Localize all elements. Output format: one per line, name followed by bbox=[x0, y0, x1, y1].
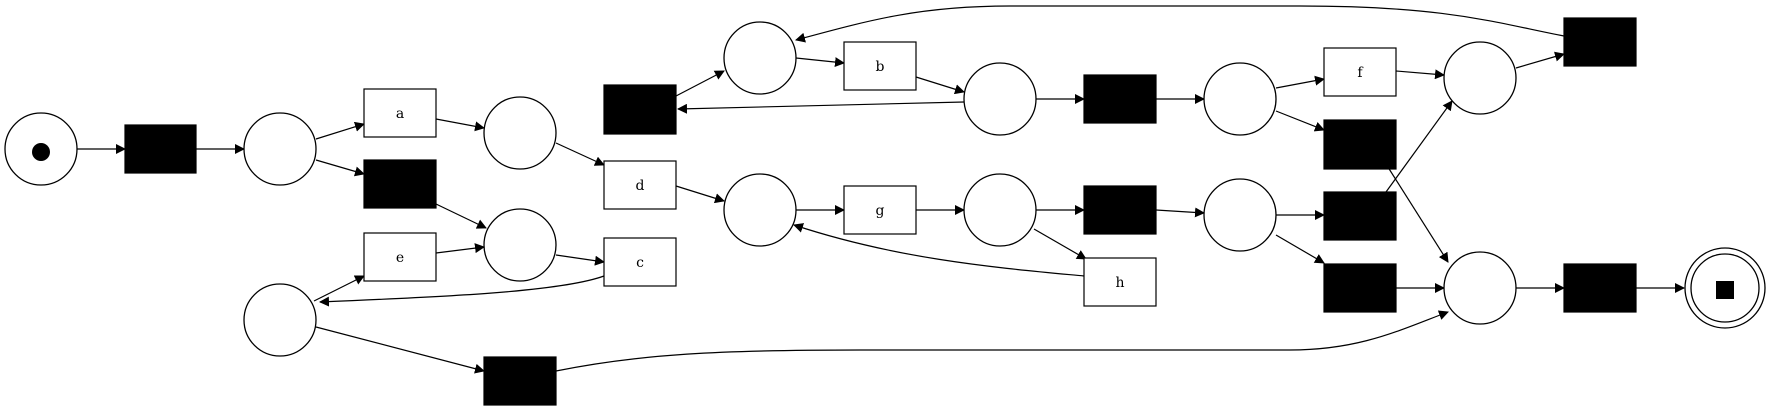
arc bbox=[1275, 234, 1325, 264]
arc bbox=[795, 57, 845, 68]
transition-e bbox=[363, 232, 437, 282]
place bbox=[723, 173, 797, 247]
arc bbox=[319, 275, 605, 307]
arc bbox=[555, 254, 605, 266]
place bbox=[723, 21, 797, 95]
arc bbox=[313, 275, 365, 302]
arc bbox=[1155, 207, 1205, 218]
silent-transition bbox=[1323, 263, 1397, 313]
final-marking-square bbox=[1716, 281, 1734, 299]
silent-transition bbox=[1083, 74, 1157, 124]
arc bbox=[677, 101, 965, 114]
arc bbox=[315, 121, 365, 140]
transition-label-f: f bbox=[1357, 65, 1364, 81]
arc bbox=[435, 203, 487, 229]
silent-transition bbox=[603, 84, 677, 135]
silent-transition bbox=[363, 159, 437, 209]
arc bbox=[555, 142, 605, 166]
arc bbox=[795, 5, 1565, 43]
place bbox=[1443, 251, 1517, 325]
place bbox=[1203, 178, 1277, 252]
arc bbox=[435, 118, 485, 132]
arc bbox=[1385, 100, 1453, 193]
arc bbox=[315, 326, 485, 374]
transition-label-e: e bbox=[396, 250, 404, 266]
arc bbox=[1395, 69, 1445, 80]
place bbox=[1443, 41, 1517, 115]
place bbox=[1203, 62, 1277, 136]
arc bbox=[1275, 110, 1325, 132]
silent-transition bbox=[483, 356, 557, 406]
arc bbox=[675, 185, 725, 204]
silent-transition bbox=[1083, 185, 1157, 235]
arc bbox=[915, 76, 965, 95]
place bbox=[483, 208, 557, 282]
place bbox=[963, 62, 1037, 136]
transition-d bbox=[603, 160, 677, 210]
transition-a bbox=[363, 88, 437, 138]
arc bbox=[1515, 51, 1565, 69]
transition-label-a: a bbox=[396, 106, 404, 122]
arc bbox=[1033, 228, 1087, 260]
transition-label-h: h bbox=[1115, 275, 1124, 291]
silent-transition bbox=[1323, 119, 1397, 170]
arc bbox=[315, 159, 365, 177]
silent-transition bbox=[1563, 263, 1637, 313]
transition-g bbox=[843, 185, 917, 235]
transition-b bbox=[843, 41, 917, 91]
transition-label-d: d bbox=[636, 178, 645, 194]
place bbox=[243, 112, 317, 186]
arc bbox=[675, 70, 725, 97]
transition-label-g: g bbox=[876, 203, 885, 219]
silent-transition bbox=[1323, 191, 1397, 241]
arc bbox=[1275, 75, 1325, 89]
arc bbox=[1385, 163, 1449, 263]
transition-c bbox=[603, 237, 677, 287]
place bbox=[483, 96, 557, 170]
transition-label-c: c bbox=[636, 255, 644, 271]
place bbox=[243, 283, 317, 357]
arc bbox=[555, 310, 1449, 372]
place bbox=[963, 173, 1037, 247]
transition-h bbox=[1083, 257, 1157, 307]
silent-transition bbox=[124, 124, 197, 174]
arc bbox=[435, 243, 485, 254]
arc bbox=[793, 223, 1085, 277]
transition-label-b: b bbox=[876, 59, 885, 75]
token bbox=[32, 143, 50, 161]
silent-transition bbox=[1563, 17, 1637, 67]
transition-f bbox=[1323, 47, 1397, 97]
